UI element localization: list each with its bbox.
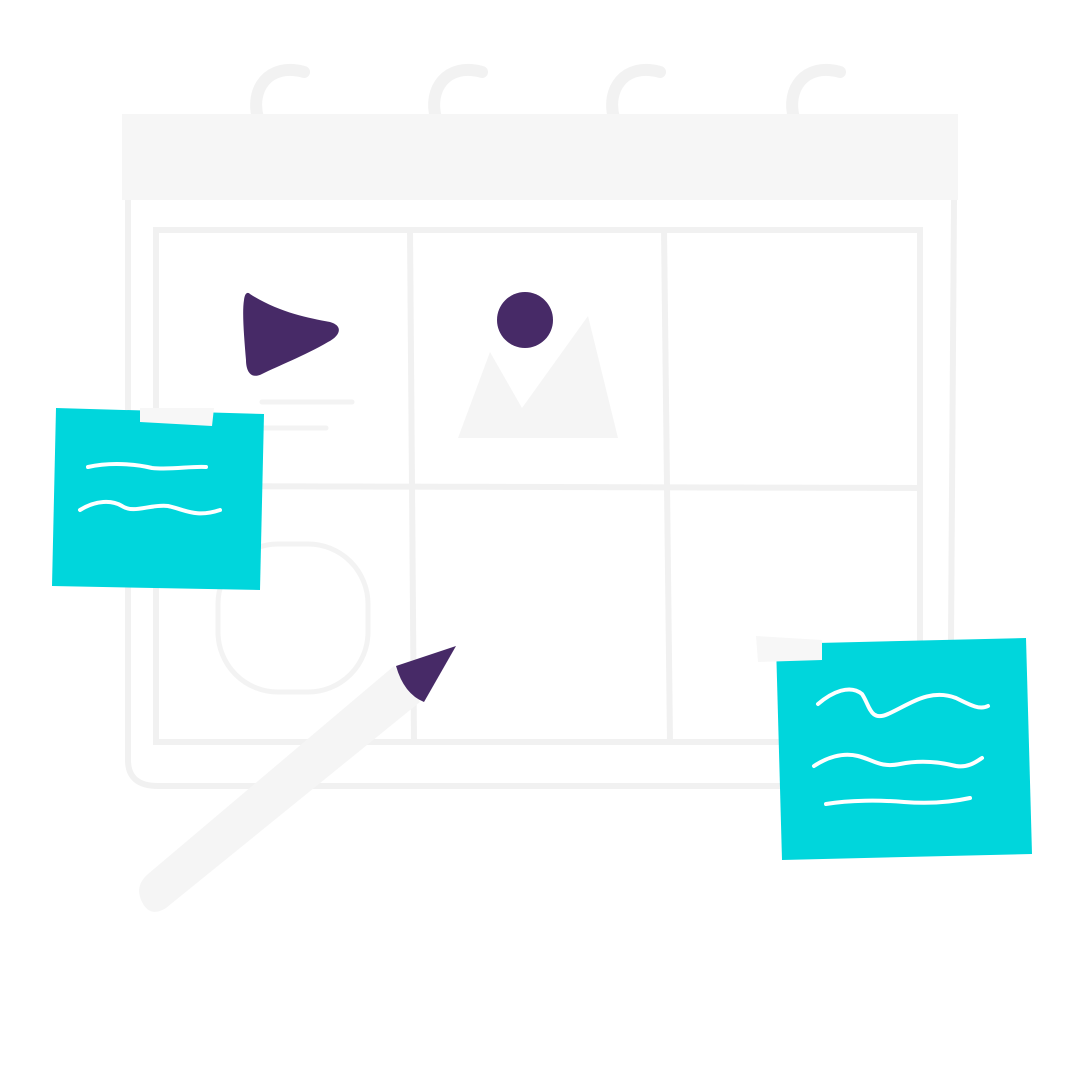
sticky-note-scribbles (812, 687, 990, 806)
cell-text-lines (259, 399, 355, 431)
scribble-line (824, 796, 972, 806)
sticky-note-tape (756, 636, 822, 662)
scribble-line (812, 752, 984, 769)
pencil-tip (396, 646, 456, 702)
play-icon (243, 292, 339, 376)
sticky-note-right (756, 636, 1032, 860)
calendar-body (125, 199, 957, 789)
scribble-line (86, 462, 208, 471)
sticky-note-tape (140, 408, 214, 426)
calendar-header (122, 114, 958, 200)
pencil-body (139, 666, 420, 912)
cell-placeholder-shape (215, 541, 371, 695)
calendar-ring (250, 64, 310, 124)
image-icon-sun (497, 292, 553, 348)
sticky-note-scribbles (78, 462, 222, 516)
calendar-ring (786, 64, 846, 124)
calendar-ring (428, 64, 488, 124)
sticky-note-paper (52, 408, 264, 590)
calendar-ring (606, 64, 666, 124)
sticky-note-left (52, 408, 264, 590)
pencil-icon (139, 646, 456, 912)
calendar-rings (250, 64, 846, 124)
scribble-line (816, 687, 990, 718)
image-icon-mountains (458, 316, 618, 438)
grid-row-divider (153, 483, 923, 491)
image-icon (458, 292, 618, 438)
scribble-line (78, 499, 222, 516)
sticky-note-paper (776, 638, 1032, 860)
